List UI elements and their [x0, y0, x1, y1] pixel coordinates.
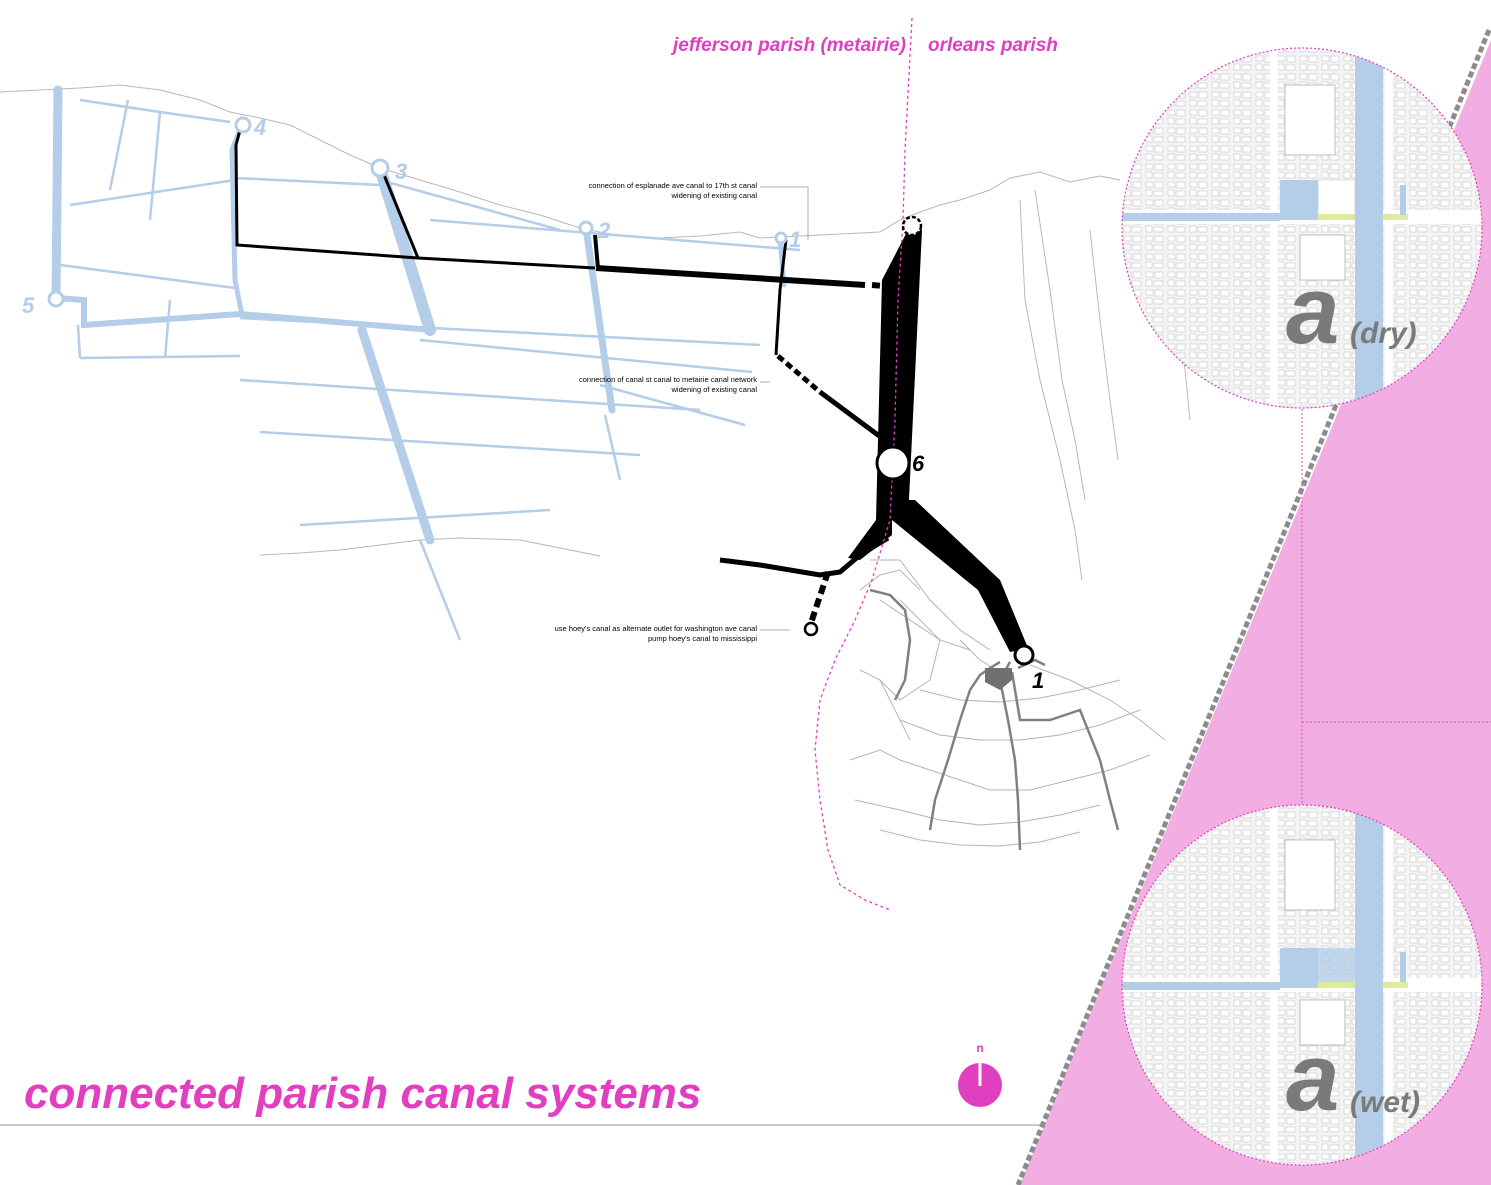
pump-label-5: 5 — [22, 293, 35, 318]
page-title: connected parish canal systems — [24, 1069, 701, 1118]
inset-dry-letter: a — [1286, 257, 1339, 364]
inset-dry-condition: (dry) — [1350, 317, 1417, 350]
orleans-pump-basin — [985, 668, 1012, 690]
parish-boundary — [814, 17, 913, 911]
orleans-canal-network — [849, 559, 1166, 847]
annotation-canal-st-line-2: widening of existing canal — [671, 385, 758, 394]
pump-label-3: 3 — [395, 159, 407, 184]
parish-label-jefferson: jefferson parish (metairie) — [670, 35, 906, 56]
annotation-leaders — [760, 186, 809, 631]
jefferson-main-canals — [51, 85, 787, 545]
inset-wet — [1121, 804, 1483, 1166]
annotation-esplanade-line-1: connection of esplanade ave canal to 17t… — [589, 181, 758, 190]
inset-wet-letter: a — [1286, 1024, 1339, 1131]
annotation-hoeys-line-1: use hoey's canal as alternate outlet for… — [555, 624, 758, 633]
orleans-pump-1-marker — [1013, 644, 1035, 666]
pump-6-marker — [875, 445, 911, 481]
north-arrow — [958, 1063, 1002, 1107]
orleans-drain-lines — [869, 588, 1120, 851]
annotation-hoeys-line-2: pump hoey's canal to mississippi — [648, 634, 757, 643]
parish-label-orleans: orleans parish — [928, 35, 1058, 56]
lakeshore-outline — [0, 84, 1191, 581]
pump-label-1-orleans: 1 — [1032, 668, 1044, 693]
inset-dry — [1121, 47, 1483, 409]
hoeys-pump-marker — [803, 621, 819, 637]
pump-label-1-jefferson: 1 — [789, 227, 801, 252]
annotation-esplanade-line-2: widening of existing canal — [671, 191, 758, 200]
proposed-connections — [234, 129, 896, 627]
pump-label-6: 6 — [912, 451, 925, 476]
orleans-main-canal — [848, 230, 1028, 652]
esplanade-pump-marker — [901, 215, 923, 237]
north-arrow-label: n — [976, 1041, 983, 1055]
annotation-canal-st-line-1: connection of canal st canal to metairie… — [579, 375, 757, 384]
inset-wet-condition: (wet) — [1350, 1086, 1420, 1119]
jefferson-pump-markers — [47, 116, 788, 308]
pump-label-4: 4 — [253, 115, 266, 140]
pump-label-2: 2 — [597, 218, 611, 243]
